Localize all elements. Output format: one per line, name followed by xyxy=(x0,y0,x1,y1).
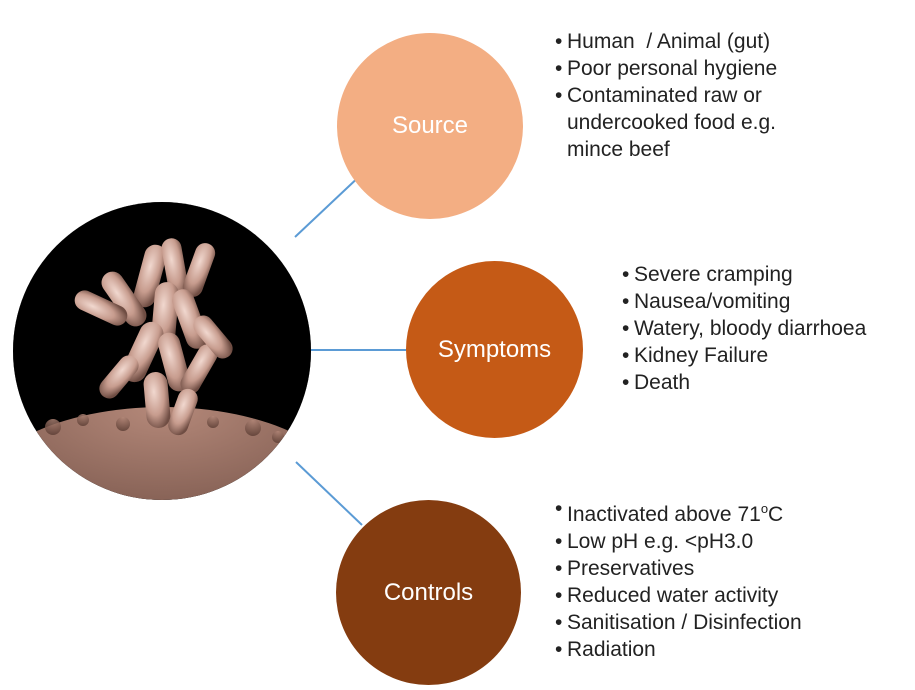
symptoms-circle: Symptoms xyxy=(406,261,583,438)
degree-superscript: o xyxy=(761,501,768,516)
bullet-icon: • xyxy=(555,636,567,663)
bacteria-image xyxy=(13,202,311,500)
list-item: •Watery, bloody diarrhoea xyxy=(622,315,866,342)
list-item: •Human / Animal (gut) xyxy=(555,28,777,55)
list-item: •Reduced water activity xyxy=(555,582,802,609)
list-item: •Low pH e.g. <pH3.0 xyxy=(555,528,802,555)
bullet-icon: • xyxy=(622,342,634,369)
temperature-unit: C xyxy=(768,503,783,526)
source-label: Source xyxy=(392,112,468,140)
source-list: •Human / Animal (gut) •Poor personal hyg… xyxy=(555,28,777,163)
list-item: •Sanitisation / Disinfection xyxy=(555,609,802,636)
list-item: •Contaminated raw or undercooked food e.… xyxy=(555,82,777,163)
bullet-icon: • xyxy=(555,555,567,582)
bullet-icon: • xyxy=(555,582,567,609)
controls-list: •Inactivated above 71oC •Low pH e.g. <pH… xyxy=(555,495,802,663)
source-circle: Source xyxy=(337,33,523,219)
bullet-icon: • xyxy=(555,28,567,55)
symptoms-label: Symptoms xyxy=(438,336,551,364)
list-item: •Inactivated above 71oC xyxy=(555,495,802,528)
bullet-icon: • xyxy=(622,288,634,315)
bullet-icon: • xyxy=(555,82,567,109)
bullet-icon: • xyxy=(555,495,567,522)
connector-controls xyxy=(296,462,362,525)
list-item: •Poor personal hygiene xyxy=(555,55,777,82)
list-item: •Radiation xyxy=(555,636,802,663)
bacteria-micrograph xyxy=(13,202,311,500)
bullet-icon: • xyxy=(622,369,634,396)
bullet-icon: • xyxy=(555,55,567,82)
list-item: •Kidney Failure xyxy=(622,342,866,369)
list-item: •Severe cramping xyxy=(622,261,866,288)
list-item: •Death xyxy=(622,369,866,396)
controls-label: Controls xyxy=(384,579,473,607)
controls-circle: Controls xyxy=(336,500,521,685)
bullet-icon: • xyxy=(622,315,634,342)
list-item: •Preservatives xyxy=(555,555,802,582)
list-item: •Nausea/vomiting xyxy=(622,288,866,315)
symptoms-list: •Severe cramping •Nausea/vomiting •Water… xyxy=(622,261,866,396)
bullet-icon: • xyxy=(622,261,634,288)
bullet-icon: • xyxy=(555,528,567,555)
bullet-icon: • xyxy=(555,609,567,636)
connector-source xyxy=(295,172,364,237)
